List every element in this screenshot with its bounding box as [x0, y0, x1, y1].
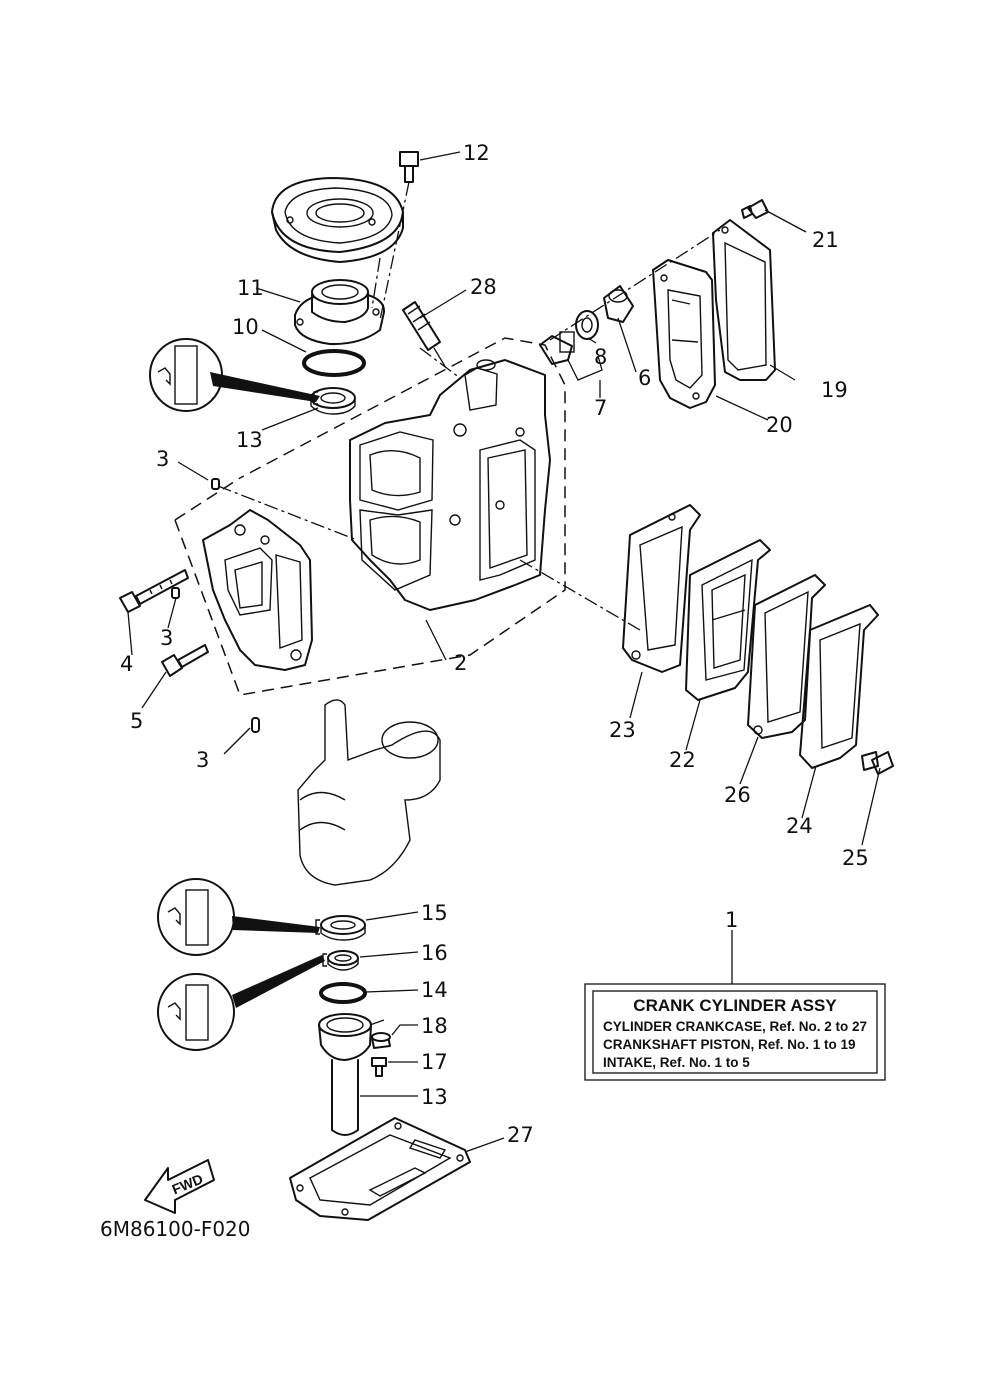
part-number-labels: 12 21 28 11 10 8 6 19 7 20 13 3 3 4 2 5 … [120, 141, 869, 1147]
label-part-1: 1 [725, 908, 738, 932]
gasket-27 [289, 1117, 471, 1221]
label-part-22: 22 [669, 748, 696, 772]
spark-plug-28 [402, 301, 447, 369]
bolt-18 [371, 1032, 391, 1049]
assembly-box-title: CRANK CYLINDER ASSY [633, 996, 837, 1015]
label-part-24: 24 [786, 814, 813, 838]
grease-detail-circle-middle [157, 878, 320, 956]
oil-seal-16 [322, 950, 359, 971]
label-part-6: 6 [638, 366, 651, 390]
leader-lines [127, 151, 881, 1153]
assembly-box-line-1: CYLINDER CRANKCASE, Ref. No. 2 to 27 [603, 1019, 867, 1034]
drawing-code: 6M86100-F020 [100, 1217, 251, 1241]
assembly-box-line-2: CRANKSHAFT PISTON, Ref. No. 1 to 19 [603, 1037, 856, 1052]
label-part-3a: 3 [156, 447, 169, 471]
label-part-12: 12 [463, 141, 490, 165]
label-part-14: 14 [421, 978, 448, 1002]
label-part-23: 23 [609, 718, 636, 742]
sleeve-13 [318, 1013, 372, 1136]
bolt-4 [119, 569, 189, 613]
crankshaft-outline [297, 699, 441, 886]
gasket-23 [622, 504, 701, 673]
assembly-box-line-3: INTAKE, Ref. No. 1 to 5 [603, 1055, 750, 1070]
label-part-15: 15 [421, 901, 448, 925]
bolt-21 [741, 199, 769, 219]
oil-seal-15 [315, 915, 366, 941]
bolt-12 [379, 151, 419, 321]
cylinder-crankcase-2 [349, 359, 551, 611]
label-part-10: 10 [232, 315, 259, 339]
label-part-21: 21 [812, 228, 839, 252]
reed-valve-22 [685, 539, 771, 701]
grease-detail-circle-lower [157, 955, 325, 1051]
oil-seal-11 [310, 387, 356, 415]
o-ring-14 [319, 982, 367, 1004]
forward-arrow-icon: FWD [144, 1159, 215, 1214]
label-part-5: 5 [130, 709, 143, 733]
label-part-16: 16 [421, 941, 448, 965]
label-part-8: 8 [594, 345, 607, 369]
plate-24 [799, 604, 879, 769]
bearing-housing-9 [294, 279, 386, 346]
o-ring-10 [302, 349, 366, 377]
top-cover-plate [271, 177, 404, 263]
label-part-17: 17 [421, 1050, 448, 1074]
gasket-26 [747, 574, 826, 739]
label-part-7: 7 [594, 396, 607, 420]
label-part-25: 25 [842, 846, 869, 870]
bolt-25 [861, 751, 894, 775]
label-part-3b: 3 [160, 626, 173, 650]
label-part-9: 11 [237, 276, 264, 300]
label-part-4: 4 [120, 652, 133, 676]
group-outline-intake [174, 337, 566, 696]
cover-19 [712, 219, 776, 381]
label-part-27: 27 [507, 1123, 534, 1147]
grease-detail-circle-upper [149, 338, 320, 412]
label-part-18: 18 [421, 1014, 448, 1038]
bolt-17 [371, 1057, 387, 1077]
label-part-28: 28 [470, 275, 497, 299]
thermostat-parts [539, 285, 634, 365]
label-part-26: 26 [724, 783, 751, 807]
label-part-2: 2 [454, 651, 467, 675]
bolt-5 [161, 644, 209, 677]
label-part-13: 13 [421, 1085, 448, 1109]
label-part-20: 20 [766, 413, 793, 437]
intake-manifold [202, 509, 313, 671]
label-part-3c: 3 [196, 748, 209, 772]
gasket-20 [652, 259, 716, 409]
assembly-info-box: CRANK CYLINDER ASSY CYLINDER CRANKCASE, … [584, 983, 886, 1081]
label-part-11: 13 [236, 428, 263, 452]
label-part-19: 19 [821, 378, 848, 402]
